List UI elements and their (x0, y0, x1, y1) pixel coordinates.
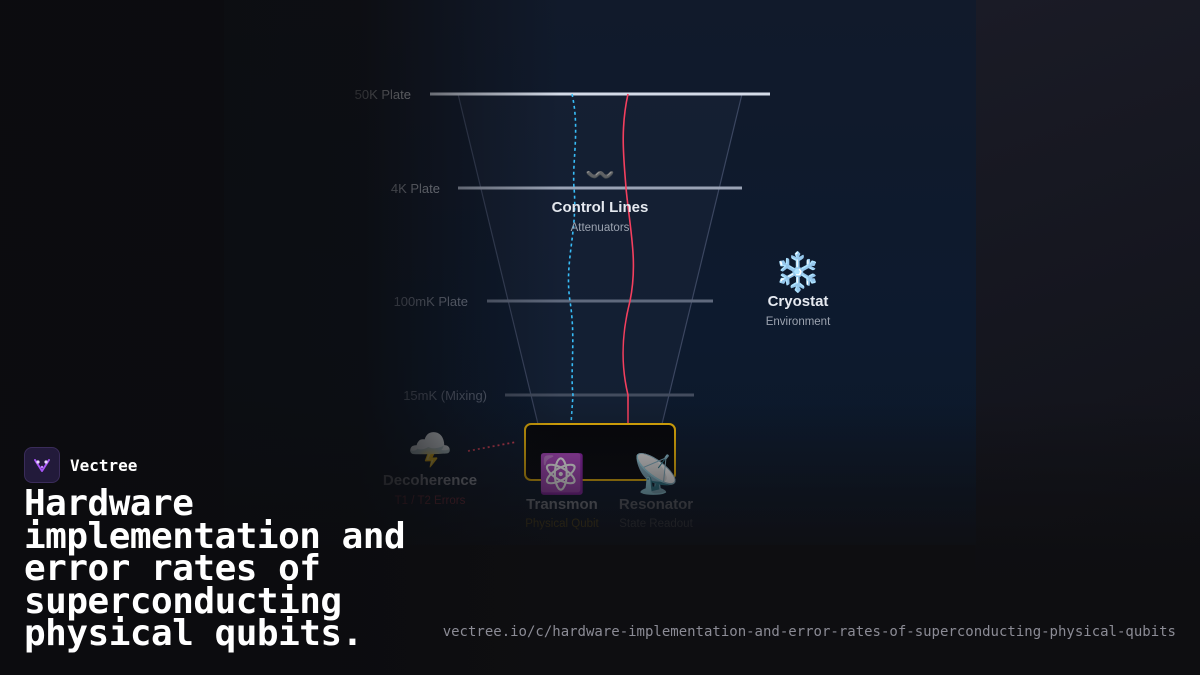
snowflake-icon: ❄️ (774, 250, 821, 294)
decoherence-link (467, 441, 517, 452)
resonator-title: Resonator (619, 496, 693, 513)
plate-50k-label: 50K Plate (355, 87, 411, 102)
resonator-subtitle: State Readout (619, 518, 693, 530)
cryostat-title: Cryostat (768, 293, 829, 310)
storm-cloud-icon: 🌩️ (408, 430, 453, 471)
decoherence-title: Decoherence (383, 472, 477, 489)
page-title: Hardware implementation and error rates … (24, 483, 406, 654)
source-url: vectree.io/c/hardware-implementation-and… (442, 624, 1176, 640)
cryostat-node: ❄️ Cryostat Environment (766, 250, 831, 328)
brand-name: Vectree (70, 455, 138, 475)
plate-100mk-label: 100mK Plate (394, 294, 468, 309)
control-lines-title: Control Lines (552, 199, 649, 216)
vectree-logo-icon (24, 447, 60, 483)
cryostat-funnel (457, 93, 743, 425)
transmon-title: Transmon (526, 496, 598, 513)
plate-4k-label: 4K Plate (391, 181, 440, 196)
brand: Vectree (24, 447, 137, 483)
wavy-line-icon: 〰️ (585, 161, 615, 189)
satellite-dish-icon: 📡 (632, 450, 679, 496)
control-lines-subtitle: Attenuators (571, 222, 630, 234)
atom-icon: ⚛️ (538, 452, 585, 496)
cryostat-subtitle: Environment (766, 316, 831, 328)
plate-15mk-label: 15mK (Mixing) (403, 388, 487, 403)
transmon-subtitle: Physical Qubit (525, 518, 599, 530)
